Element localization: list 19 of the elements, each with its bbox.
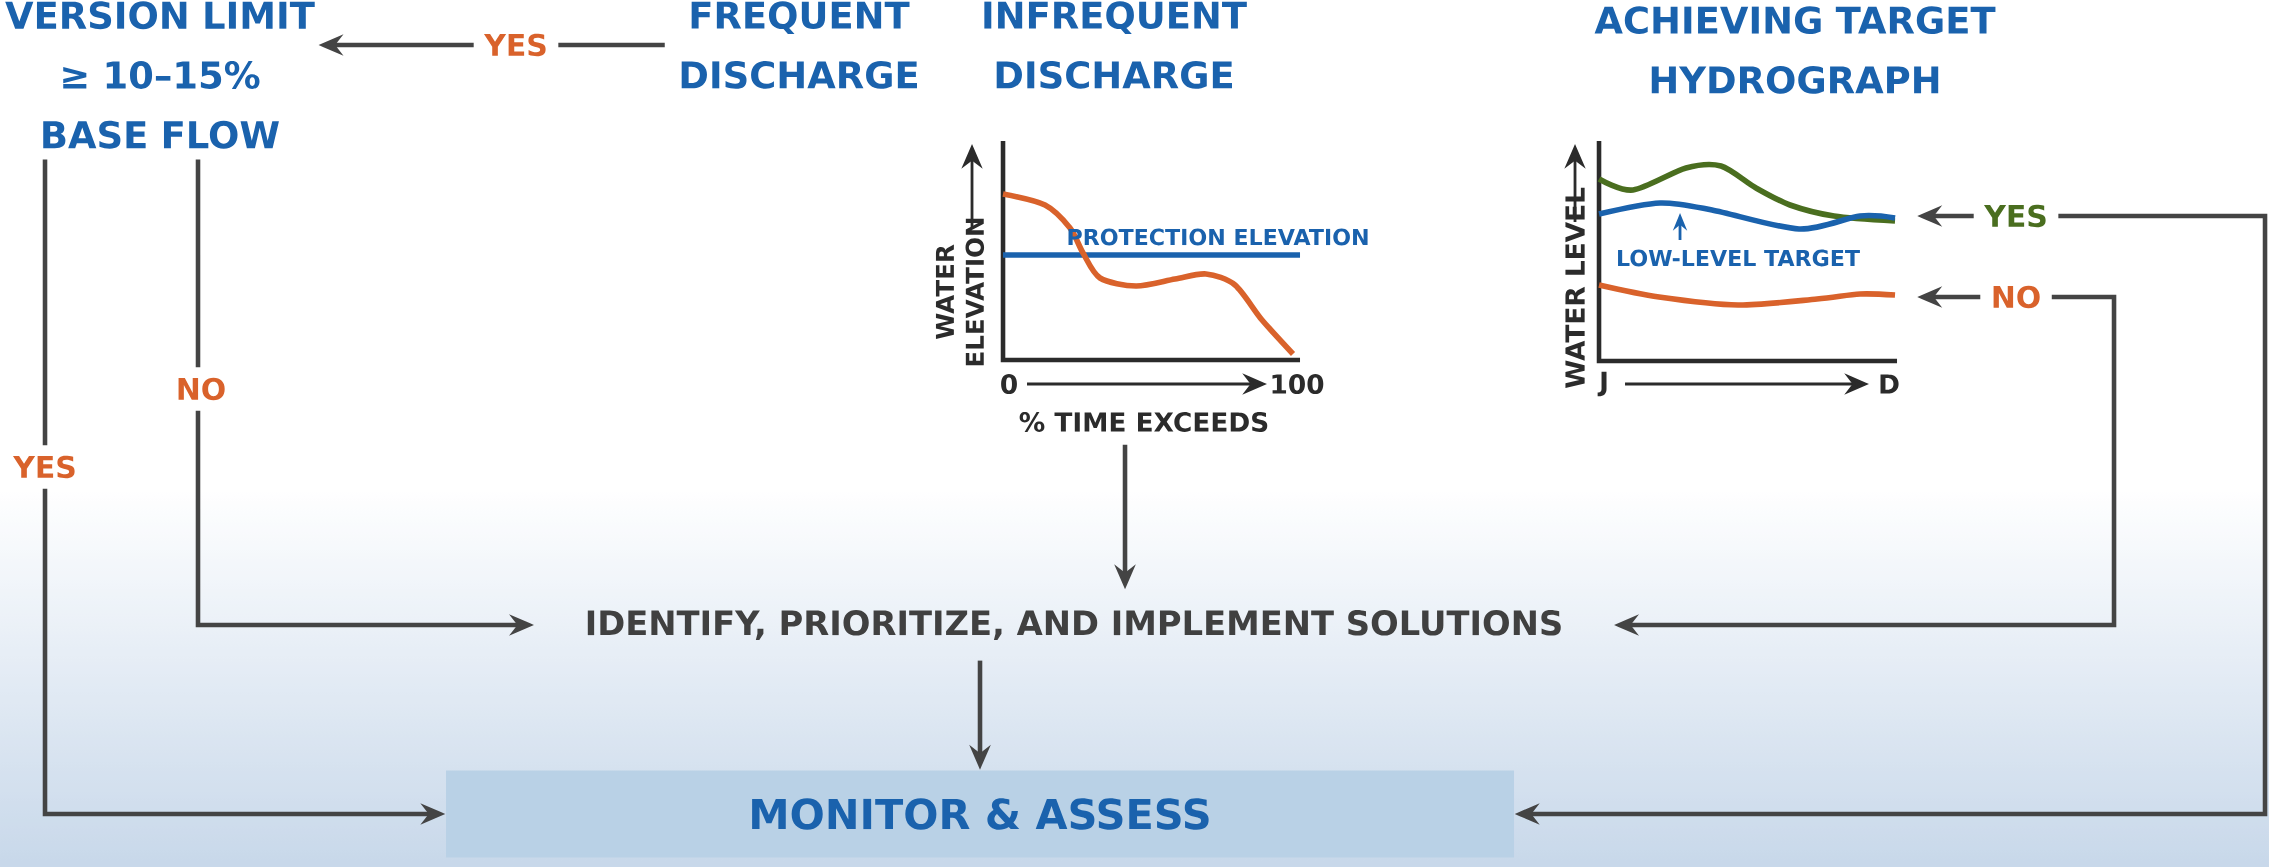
axis-label: WATER LEVEL — [1565, 187, 1585, 389]
heading-text: VERSION LIMIT ≥ 10–15% BASE FLOW — [5, 1, 315, 149]
edge-label: YES — [1973, 194, 2059, 238]
edge-label: YES — [473, 23, 559, 67]
heading-text: FREQUENT DISCHARGE — [681, 1, 917, 89]
edge-label: YES — [2, 445, 88, 489]
step-text: IDENTIFY, PRIORITIZE, AND IMPLEMENT SOLUTIONS — [587, 610, 1561, 640]
heading-text: ACHIEVING TARGET HYDROGRAPH — [1594, 6, 1996, 94]
tick-label: 0 — [1001, 374, 1017, 394]
heading-text: INFREQUENT DISCHARGE — [984, 1, 1247, 89]
axis-label: % TIME EXCEEDS — [1019, 412, 1268, 432]
edge-label: NO — [165, 367, 237, 411]
tick-label: J — [1597, 371, 1607, 397]
tick-label: D — [1880, 374, 1899, 394]
axis-label: WATER ELEVATION — [935, 218, 985, 366]
monitor-box: MONITOR & ASSESS — [446, 770, 1514, 858]
edge-label: NO — [1980, 275, 2052, 319]
line-label: LOW-LEVEL TARGET — [1618, 249, 1860, 267]
tick-label: 100 — [1272, 374, 1324, 394]
